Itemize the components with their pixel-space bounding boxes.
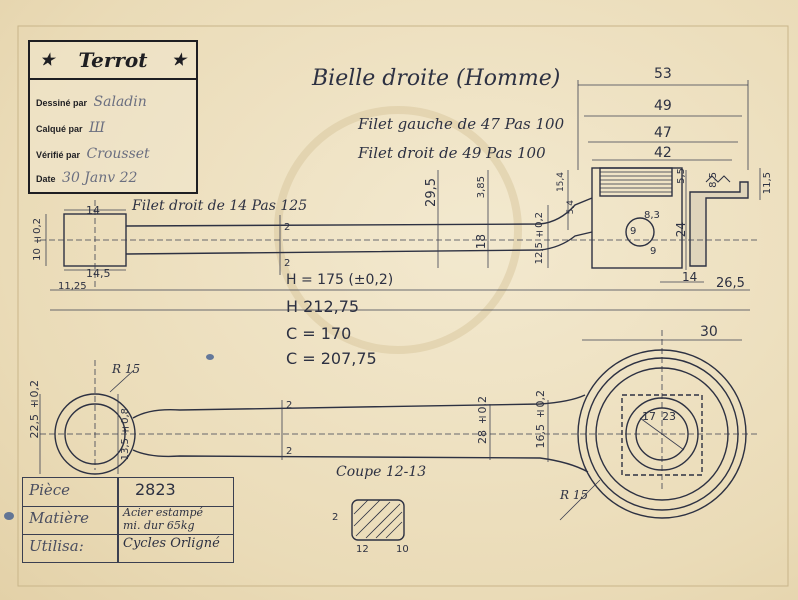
dim-label: 2 [284, 222, 291, 233]
dim-label: R 15 [112, 362, 141, 376]
dim-label: 9 [650, 246, 657, 257]
dim-label: 42 [654, 145, 672, 161]
dim-label: 10 ±0,2 [32, 218, 43, 261]
dim-label: 11,25 [58, 281, 87, 292]
dim-label: 2 [332, 512, 339, 523]
use-row: Utilisa: Cycles Orligné [29, 536, 220, 555]
dim-label: 5,5 [676, 168, 687, 184]
dim-label: 47 [654, 125, 672, 141]
section-title: Coupe 12-13 [336, 464, 427, 480]
title-block: ★ Terrot ★ Dessiné par Saladin Calqué pa… [28, 40, 198, 194]
plan-view [54, 349, 747, 519]
small-thread-note: Filet droit de 14 Pas 125 [132, 198, 308, 214]
dim-label: 30 [700, 324, 718, 340]
dim-label: 17 [642, 410, 656, 423]
ink-blot [4, 512, 14, 520]
star-icon: ★ [40, 50, 55, 69]
dim-label: 12 [356, 544, 369, 555]
parts-form: Pièce 2823 Matière Acier estampé mi. dur… [22, 477, 234, 563]
dim-label: 10 [396, 544, 409, 555]
dim-label: 11,5 [762, 172, 773, 195]
date-row: Date 30 Janv 22 [36, 170, 138, 186]
dim-label: 2 [286, 400, 293, 411]
dim-label: 13,5 ±0,8 [120, 408, 131, 461]
dim-label: 53 [654, 66, 672, 82]
dim-label: 22,5 ±0,2 [28, 380, 41, 439]
dim-label: 14 [86, 204, 100, 217]
dim-label: 14,5 [86, 267, 111, 280]
dim-label: 29,5 [424, 178, 439, 207]
formula: C = 170 [286, 324, 352, 343]
dim-label: 8,5 [708, 172, 719, 188]
ink-blot [206, 354, 214, 360]
dim-label: 9 [630, 226, 637, 237]
dim-label: 49 [654, 98, 672, 114]
section-view [351, 499, 405, 541]
dim-label: 14 [682, 270, 698, 284]
formula: C = 207,75 [286, 349, 377, 368]
dim-label: 15,4 [556, 172, 566, 193]
right-thread-note: Filet droit de 49 Pas 100 [358, 144, 546, 162]
dim-label: 23 [662, 410, 676, 423]
company-logo: ★ Terrot ★ [30, 42, 196, 80]
dim-label: 2 [286, 446, 293, 457]
dim-label: R 15 [560, 488, 589, 502]
material-row: Matière Acier estampé mi. dur 65kg [23, 506, 233, 535]
dim-label: 16,5 ±0,2 [534, 390, 547, 449]
dim-label: 24 [674, 222, 688, 238]
dim-label: 3,85 [476, 176, 487, 199]
star-icon: ★ [171, 50, 186, 69]
formula: H = 175 (±0,2) [286, 272, 394, 288]
dim-label: 8,3 [644, 210, 660, 221]
side-view [63, 167, 749, 269]
dim-label: 2 [284, 258, 291, 269]
dim-label: 5,4 [566, 200, 576, 215]
left-thread-note: Filet gauche de 47 Pas 100 [358, 115, 565, 133]
dim-label: 12,5 ±0,2 [534, 212, 545, 265]
piece-row: Pièce 2823 [23, 478, 233, 507]
formula: H 212,75 [286, 297, 360, 316]
drawing-title: Bielle droite (Homme) [312, 66, 561, 91]
dim-label: 28 ±0,2 [476, 396, 489, 444]
dim-label: 18 [474, 234, 488, 250]
traced-row: Calqué par Ш [36, 120, 106, 136]
designed-row: Dessiné par Saladin [36, 94, 147, 110]
dim-label: 26,5 [716, 276, 745, 291]
checked-row: Vérifié par Crousset [36, 146, 150, 162]
